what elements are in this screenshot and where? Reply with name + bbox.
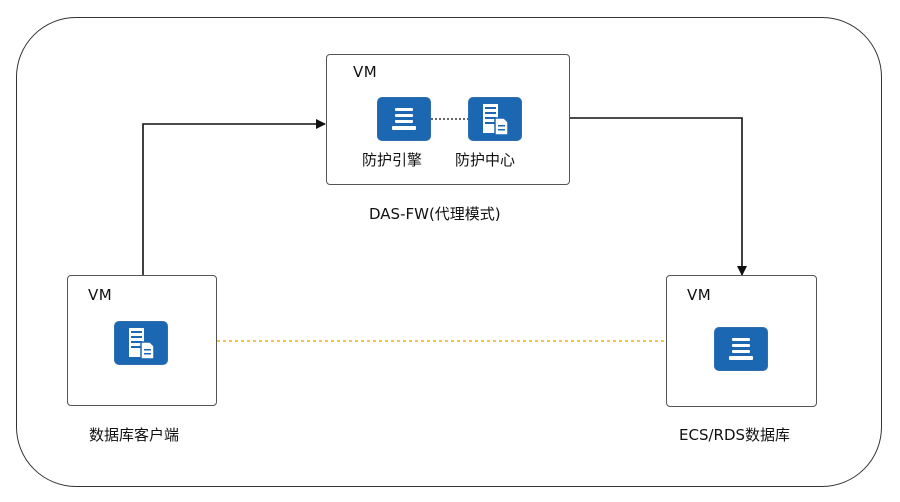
client-vm-box: VM [67,275,217,406]
server-document-icon [115,322,167,364]
engine-label: 防护引擎 [362,151,423,169]
proxy-vm-label: VM [353,63,378,81]
server-document-icon [469,98,521,140]
outer-frame [16,17,882,487]
proxy-caption: DAS-FW(代理模式) [369,205,501,223]
database-engine-icon [715,328,767,370]
database-vm-label: VM [687,286,712,304]
center-label: 防护中心 [455,151,516,169]
engine-center-link [431,118,471,120]
client-caption: 数据库客户端 [89,426,180,444]
client-vm-label: VM [88,286,113,304]
database-engine-icon [378,98,430,140]
proxy-database-arrow [561,113,747,276]
proxy-vm-box: VM 防护引擎 防护中心 [326,54,570,185]
database-vm-box: VM [666,275,817,407]
database-caption: ECS/RDS数据库 [679,426,791,444]
client-proxy-arrow [138,119,326,283]
